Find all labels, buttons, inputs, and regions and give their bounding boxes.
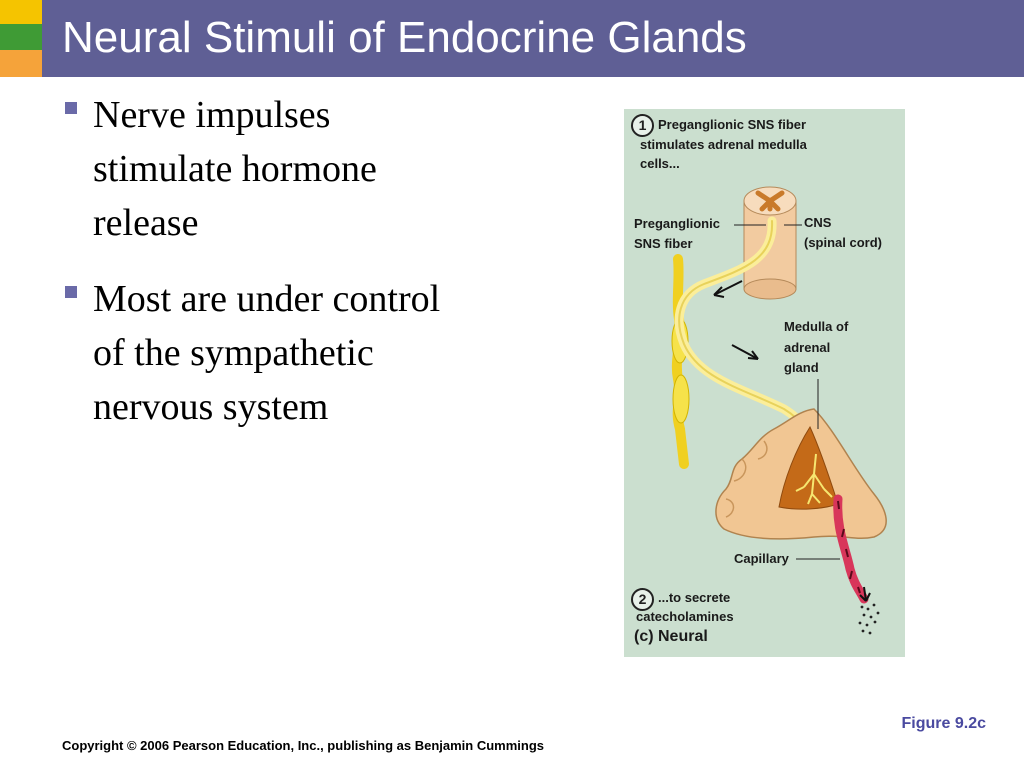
bullet-item: Nerve impulses stimulate hormone release [62, 88, 532, 250]
slide-title: Neural Stimuli of Endocrine Glands [62, 13, 747, 62]
spinal-cord-bottom [743, 278, 797, 300]
figure-reference: Figure 9.2c [901, 715, 986, 732]
adrenal-illustration [671, 186, 887, 635]
arrow-icon [731, 344, 759, 360]
label-preganglionic: SNS fiber [634, 236, 693, 251]
label-cns: CNS [804, 215, 832, 230]
label-medulla: Medulla of [784, 319, 849, 334]
copyright-notice: Copyright © 2006 Pearson Education, Inc.… [62, 738, 544, 753]
step-2-line: catecholamines [636, 609, 734, 624]
bullet-line: release [93, 202, 199, 244]
bullet-square-icon [65, 102, 77, 114]
step-1-badge: 1 [631, 114, 654, 137]
accent-square-yellow [0, 0, 42, 24]
label-medulla: gland [784, 360, 819, 375]
arrow-icon [713, 280, 743, 296]
accent-square-green [0, 24, 42, 50]
bullet-line: of the sympathetic [93, 332, 374, 374]
step-1-line: Preganglionic SNS fiber [658, 117, 807, 132]
bullet-line: nervous system [93, 386, 329, 428]
bullet-line: Most are under control [93, 278, 441, 320]
figure-caption: (c) Neural [634, 628, 708, 645]
label-preganglionic: Preganglionic [634, 216, 720, 231]
arrow-icon [859, 592, 871, 602]
step-1-line: stimulates adrenal medulla [640, 137, 807, 152]
label-capillary: Capillary [734, 551, 789, 566]
arrow-icon [747, 350, 759, 360]
bullet-square-icon [65, 286, 77, 298]
label-medulla: adrenal [784, 340, 831, 355]
arrow-icon [713, 286, 725, 298]
nerve-swelling [672, 374, 690, 424]
step-2-line: ...to secrete [658, 590, 731, 605]
accent-square-orange [0, 50, 42, 77]
step-2-badge: 2 [631, 588, 654, 611]
bullet-line: stimulate hormone [93, 148, 377, 190]
nerve-branches [795, 453, 833, 505]
figure-neural-stimuli: 1 Preganglionic SNS fiber stimulates adr… [624, 109, 905, 657]
hormone-dots [858, 603, 880, 635]
bullet-list: Nerve impulses stimulate hormone release… [62, 88, 532, 456]
adrenal-cortex-lobes [725, 440, 768, 518]
bullet-line: Nerve impulses [93, 94, 331, 136]
label-cns: (spinal cord) [804, 235, 883, 250]
step-1-line: cells... [640, 156, 680, 171]
arrow-icon [863, 586, 867, 602]
gray-matter [755, 190, 785, 212]
title-bar: Neural Stimuli of Endocrine Glands [0, 0, 1024, 77]
bullet-item: Most are under control of the sympatheti… [62, 272, 532, 434]
